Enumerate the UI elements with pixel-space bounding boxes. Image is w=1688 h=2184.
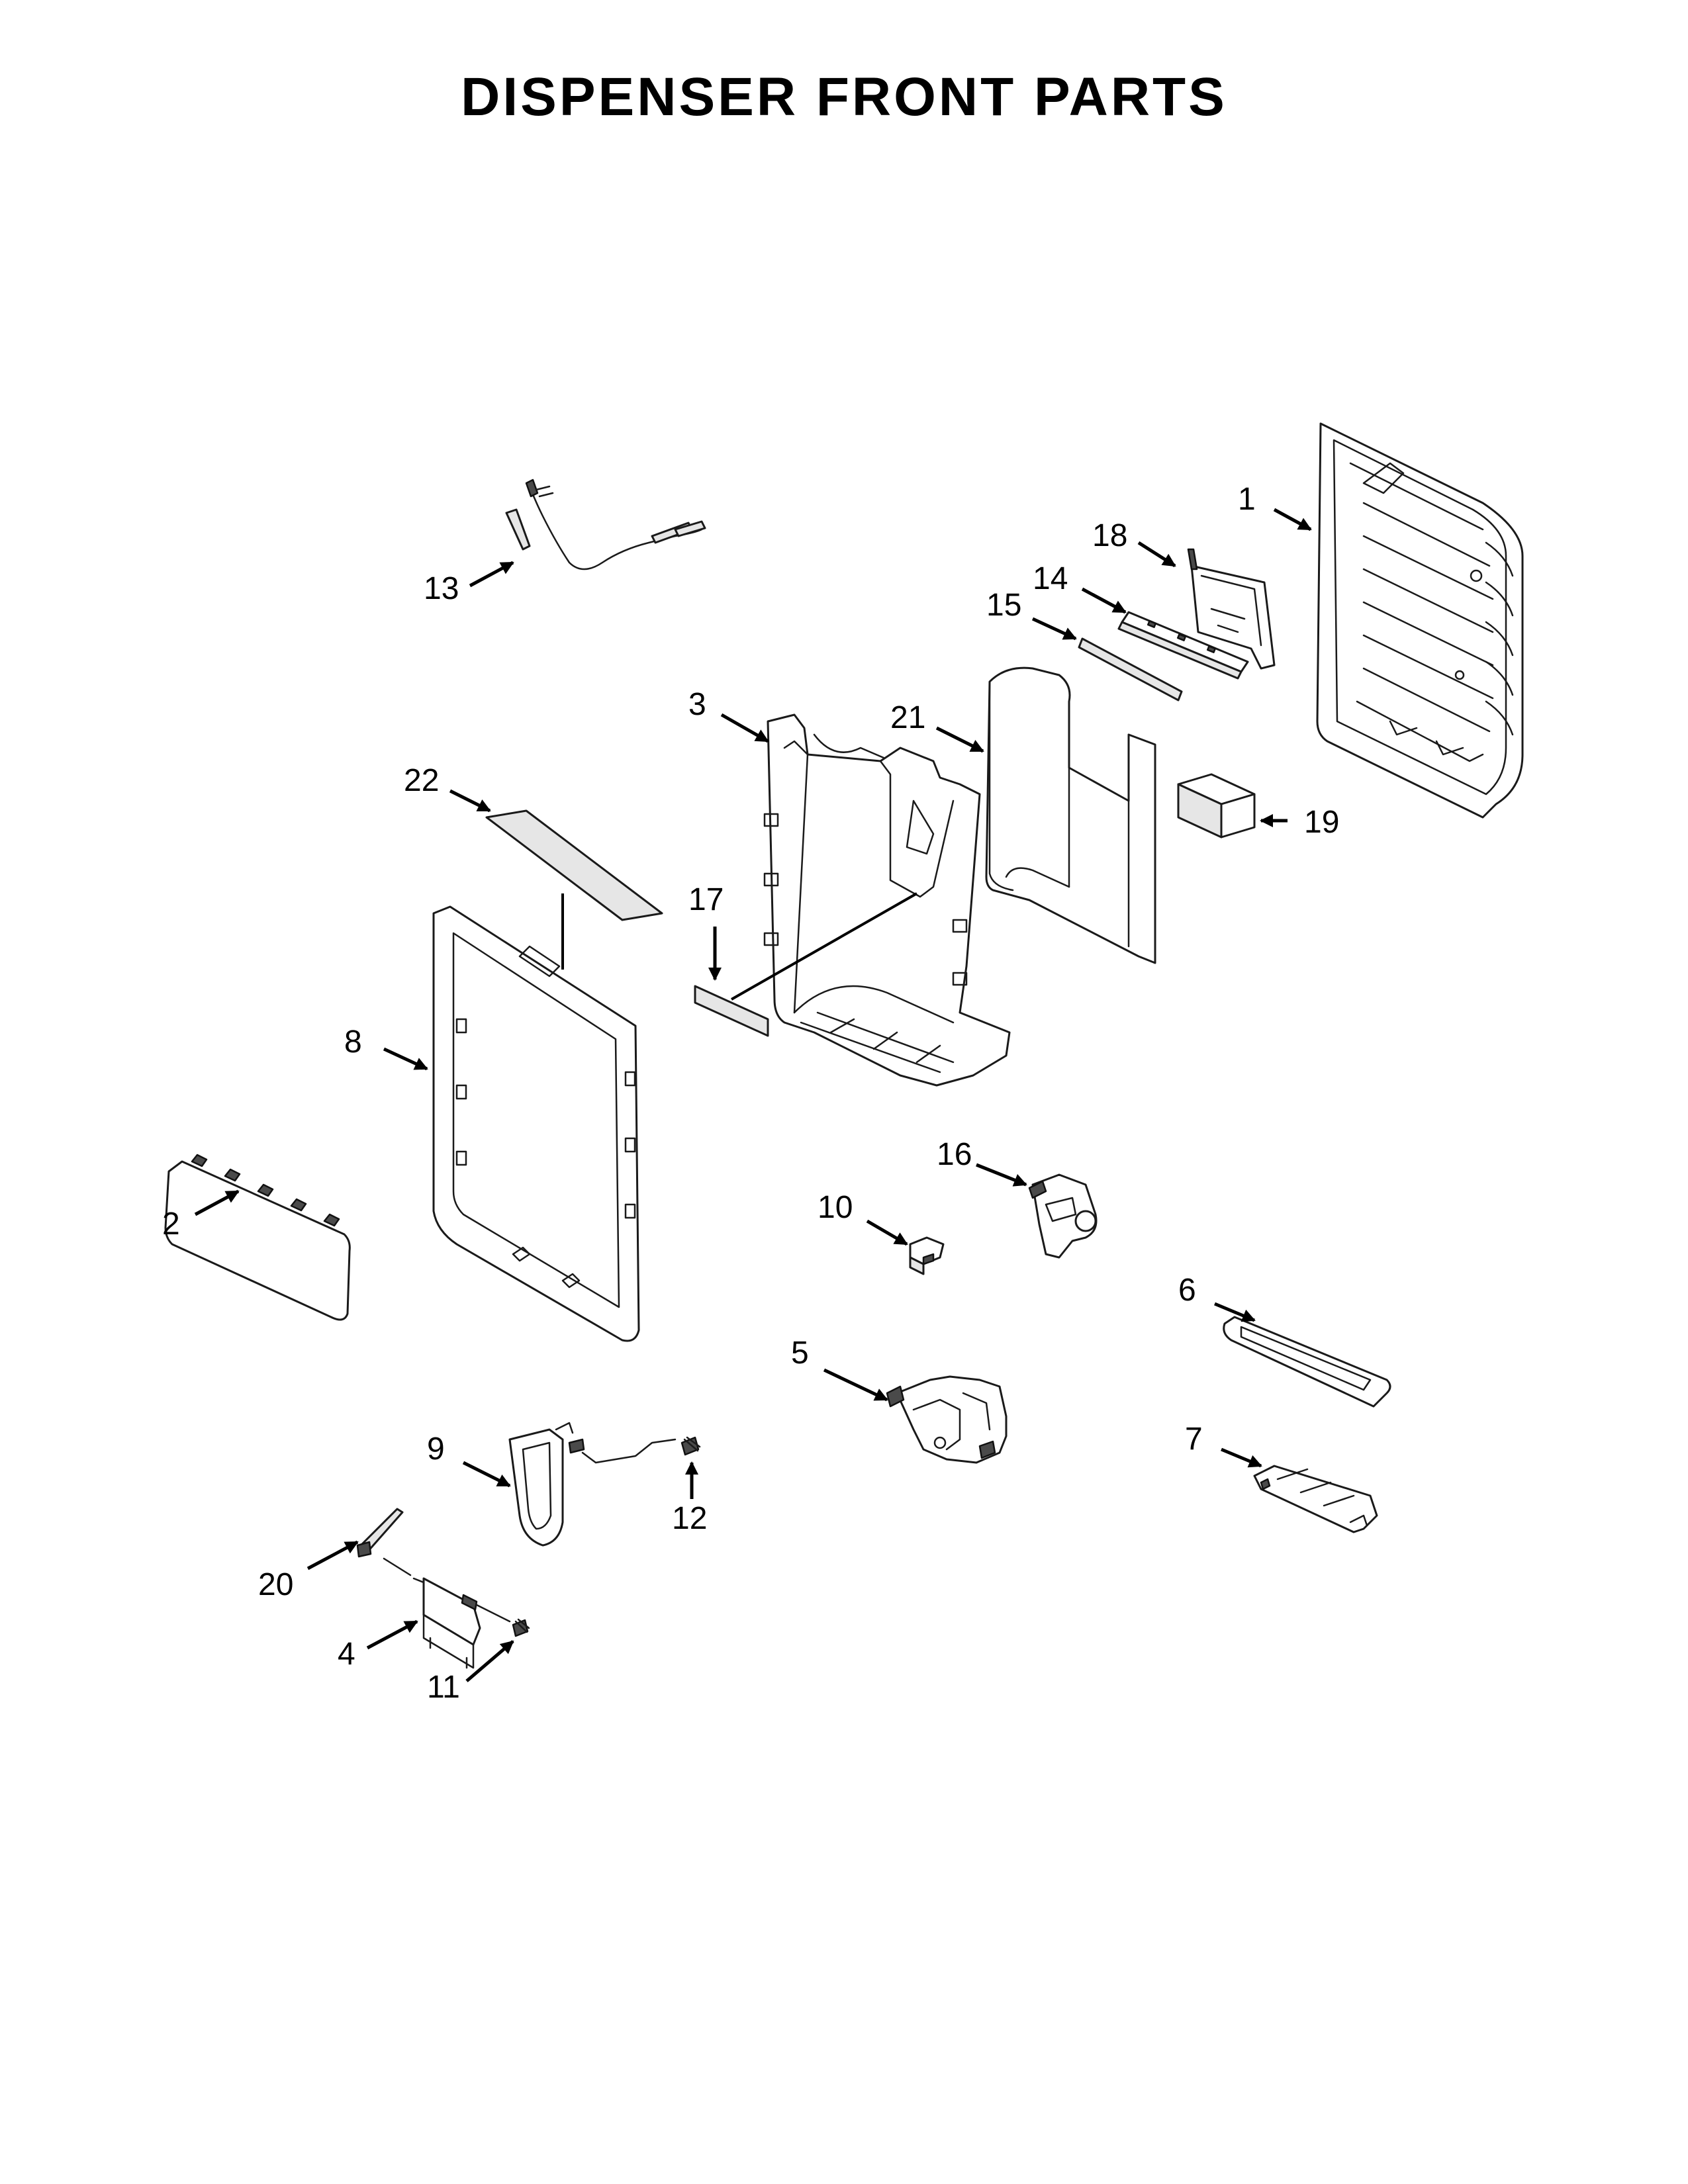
part-1-dispenser-housing bbox=[1316, 422, 1524, 819]
callout-4: 4 bbox=[338, 1637, 355, 1672]
callout-18: 18 bbox=[1092, 518, 1127, 553]
callout-6: 6 bbox=[1178, 1273, 1196, 1308]
callout-19: 19 bbox=[1304, 805, 1339, 840]
callout-20: 20 bbox=[258, 1567, 293, 1602]
callout-labels: 1 2 3 4 5 6 7 8 9 10 11 12 13 14 15 16 1… bbox=[162, 482, 1339, 1705]
callout-12: 12 bbox=[672, 1501, 707, 1536]
callout-22: 22 bbox=[404, 763, 439, 798]
part-19-pad bbox=[1177, 773, 1256, 839]
part-21-chute bbox=[985, 666, 1156, 964]
part-6-tray bbox=[1223, 1316, 1391, 1408]
callout-8: 8 bbox=[344, 1024, 362, 1060]
part-14-control-bar bbox=[1117, 611, 1249, 680]
part-9-paddle bbox=[508, 1422, 677, 1547]
callout-5: 5 bbox=[791, 1336, 809, 1371]
part-20-pin bbox=[356, 1508, 404, 1558]
part-4-door-flap bbox=[383, 1557, 511, 1669]
callout-3: 3 bbox=[688, 687, 706, 722]
callout-11: 11 bbox=[427, 1670, 460, 1705]
callout-2: 2 bbox=[162, 1206, 180, 1242]
part-8-trim-frame bbox=[432, 905, 640, 1342]
callout-21: 21 bbox=[890, 700, 925, 735]
callout-15: 15 bbox=[986, 588, 1021, 623]
part-18-bracket bbox=[1187, 548, 1276, 670]
callout-7: 7 bbox=[1185, 1422, 1203, 1457]
leader-arrows bbox=[194, 508, 1312, 1682]
part-16-actuator bbox=[1028, 1173, 1098, 1259]
part-3-dispenser-frame bbox=[763, 713, 1011, 1087]
callout-16: 16 bbox=[937, 1137, 972, 1172]
part-5-lever-assembly bbox=[886, 1375, 1008, 1464]
callout-17: 17 bbox=[688, 882, 724, 917]
part-2-panel bbox=[164, 1154, 351, 1321]
part-15-strip bbox=[1078, 637, 1183, 702]
callout-9: 9 bbox=[427, 1432, 445, 1467]
part-17-strip bbox=[694, 892, 917, 1037]
part-13-wire-harness bbox=[505, 478, 706, 570]
callout-14: 14 bbox=[1033, 561, 1068, 596]
callout-1: 1 bbox=[1238, 482, 1256, 517]
part-12-spring bbox=[680, 1436, 701, 1456]
callout-10: 10 bbox=[818, 1190, 853, 1225]
page-title: DISPENSER FRONT PARTS bbox=[461, 67, 1227, 127]
callout-13: 13 bbox=[424, 571, 459, 606]
part-11-spring bbox=[512, 1618, 530, 1637]
part-10-switch bbox=[909, 1236, 945, 1275]
part-22-strip bbox=[485, 809, 663, 970]
part-7-grille bbox=[1253, 1465, 1378, 1533]
